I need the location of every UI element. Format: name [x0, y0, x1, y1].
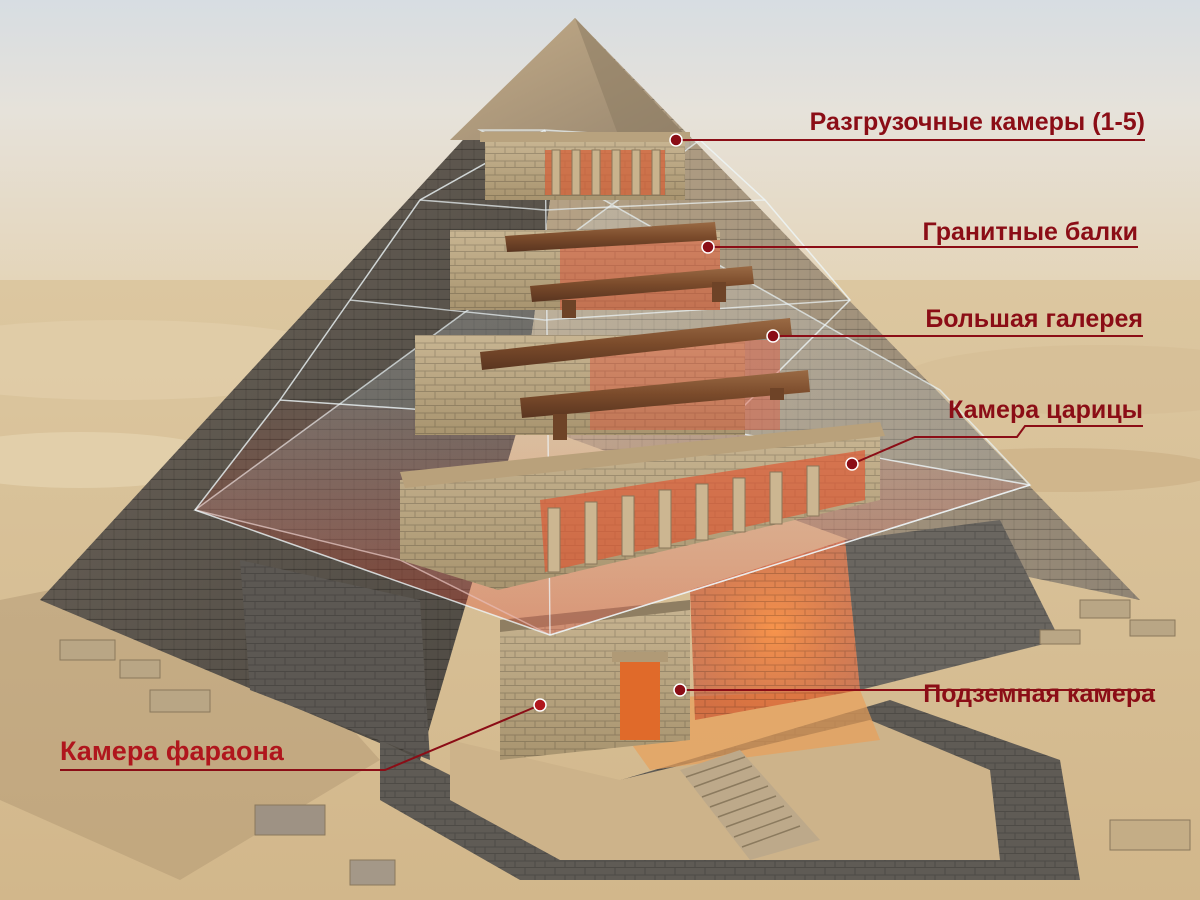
callout-leaders: [60, 139, 1155, 771]
dot-subterranean-chamber: [673, 683, 687, 697]
label-grand-gallery: Большая галерея: [925, 305, 1143, 333]
dune: [900, 345, 1200, 415]
relieving-chambers-structure: [480, 132, 690, 200]
subterranean-chamber-walls: [690, 540, 860, 720]
beam: [505, 222, 717, 252]
dot-grand-gallery: [766, 329, 780, 343]
gateway-building: [500, 600, 690, 760]
grand-gallery-structure: [415, 318, 810, 440]
label-kings-chamber: Камера фараона: [60, 736, 285, 766]
leader-queens-chamber: [851, 425, 1143, 465]
dot-granite-beams: [701, 240, 715, 254]
callout-dots: [533, 133, 859, 712]
label-granite-beams: Гранитные балки: [922, 218, 1138, 246]
dot-kings-chamber: [533, 698, 547, 712]
label-subterranean-chamber: Подземная камера: [923, 680, 1156, 708]
label-relieving-chambers: Разгрузочные камеры (1-5): [810, 108, 1145, 136]
debris: [59, 599, 1191, 886]
granite-beams-structure: [450, 222, 754, 318]
dot-queens-chamber: [845, 457, 859, 471]
dot-relieving-chambers: [669, 133, 683, 147]
beam: [530, 266, 754, 318]
label-queens-chamber: Камера царицы: [948, 396, 1143, 424]
leader-kings-chamber: [60, 704, 541, 771]
queens-chamber-structure: [400, 422, 885, 590]
pyramid-capstone-shade: [575, 18, 690, 140]
stairs: [680, 750, 820, 860]
base-blocks-left-grid: [240, 560, 430, 760]
base-blocks-right-grid: [845, 520, 1060, 690]
